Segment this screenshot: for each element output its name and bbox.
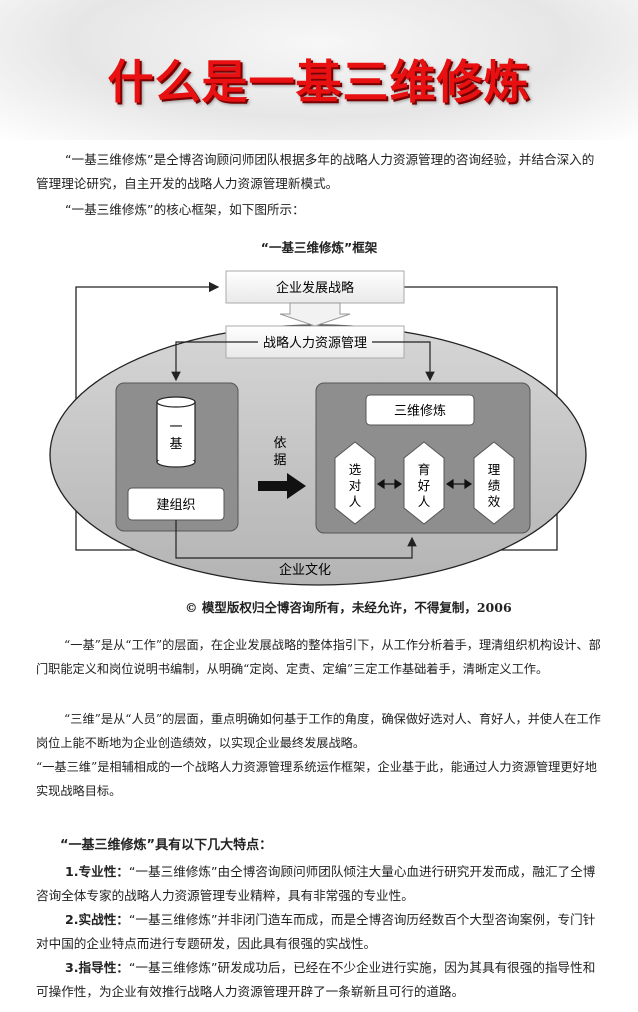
- features-heading: “一基三维修炼”具有以下几大特点：: [60, 838, 273, 853]
- intro-paragraph-1: “一基三维修炼”是仝博咨询顾问师团队根据多年的战略人力资源管理的咨询经验，并结合…: [36, 152, 595, 191]
- basis-arrow: [258, 473, 306, 499]
- hex-select-people: [334, 441, 376, 525]
- hex2-char-3: 人: [418, 494, 431, 509]
- hex-double-arrow-1: [376, 478, 403, 490]
- feature-text: “一基三维修炼”研发成功后，已经在不少企业进行实施，因为其具有很强的指导性和可操…: [36, 960, 596, 999]
- strategy-box: [225, 270, 405, 304]
- feature-label: 2.实战性：: [64, 912, 129, 927]
- copyright-notice: © 模型版权归仝博咨询所有，未经允许，不得复制，2006: [185, 600, 512, 615]
- header-background: [0, 0, 638, 140]
- strategy-to-hr-arrow: [279, 302, 351, 327]
- culture-label: 企业文化: [279, 562, 331, 578]
- hex-develop-people: [403, 441, 445, 525]
- feature-item: 2.实战性：“一基三维修炼”并非闭门造车而成，而是仝博咨询历经数百个大型咨询案例…: [36, 908, 602, 956]
- hex1-char-1: 选: [349, 462, 362, 477]
- hex3-char-2: 绩: [488, 478, 501, 493]
- intro-paragraph-2: “一基三维修炼”的核心框架，如下图所示：: [64, 202, 305, 217]
- hex-double-arrow-2: [445, 478, 473, 490]
- hex1-char-2: 对: [349, 478, 362, 493]
- hex1-char-3: 人: [349, 494, 362, 509]
- framework-diagram: 企业发展战略 战略人力资源管理 一 基 建组织 依 据 三维修炼 选 对 人 育…: [49, 270, 587, 586]
- explain-paragraph-3: “一基三维”是相辅相成的一个战略人力资源管理系统运作框架，企业基于此，能通过人力…: [36, 760, 597, 798]
- hr-management-label: 战略人力资源管理: [263, 335, 367, 351]
- hex-manage-performance: [473, 441, 515, 525]
- basis-text-1: 依: [273, 436, 286, 451]
- feature-item: 3.指导性：“一基三维修炼”研发成功后，已经在不少企业进行实施，因为其具有很强的…: [36, 956, 602, 1004]
- hr-to-left-arrow: [171, 341, 258, 382]
- feature-text: “一基三维修炼”由仝博咨询顾问师团队倾注大量心血进行研究开发而成，融汇了仝博咨询…: [36, 864, 596, 903]
- hex2-char-1: 育: [418, 462, 431, 477]
- hex2-char-2: 好: [418, 478, 431, 493]
- feature-item: 1.专业性：“一基三维修炼”由仝博咨询顾问师团队倾注大量心血进行研究开发而成，融…: [36, 860, 602, 908]
- build-org-label: 建组织: [156, 498, 195, 513]
- feature-label: 3.指导性：: [64, 960, 129, 975]
- basis-text-2: 据: [273, 453, 286, 468]
- strategy-label: 企业发展战略: [276, 280, 354, 296]
- yiji-cylinder: [156, 396, 196, 468]
- feature-text: “一基三维修炼”并非闭门造车而成，而是仝博咨询历经数百个大型咨询案例，专门针对中…: [36, 912, 596, 951]
- explain-paragraph-1: “一基”是从“工作”的层面，在企业发展战略的整体指引下，从工作分析着手，理清组织…: [36, 638, 601, 676]
- explain-paragraph-2: “三维”是从“人员”的层面，重点明确如何基于工作的角度，确保做好选对人、育好人，…: [36, 712, 601, 750]
- feature-label: 1.专业性：: [64, 864, 129, 879]
- yiji-text-1: 一: [169, 420, 182, 435]
- hr-to-right-arrow: [372, 341, 435, 382]
- sanwei-box: [365, 394, 475, 426]
- figure-title: “一基三维修炼”框架: [260, 240, 378, 255]
- culture-line: [175, 520, 417, 559]
- hex3-char-1: 理: [488, 462, 501, 477]
- hex3-char-3: 效: [488, 494, 501, 509]
- sanwei-label: 三维修炼: [394, 404, 446, 419]
- page-title: 什么是一基三维修炼: [107, 55, 531, 109]
- yiji-text-2: 基: [169, 437, 182, 452]
